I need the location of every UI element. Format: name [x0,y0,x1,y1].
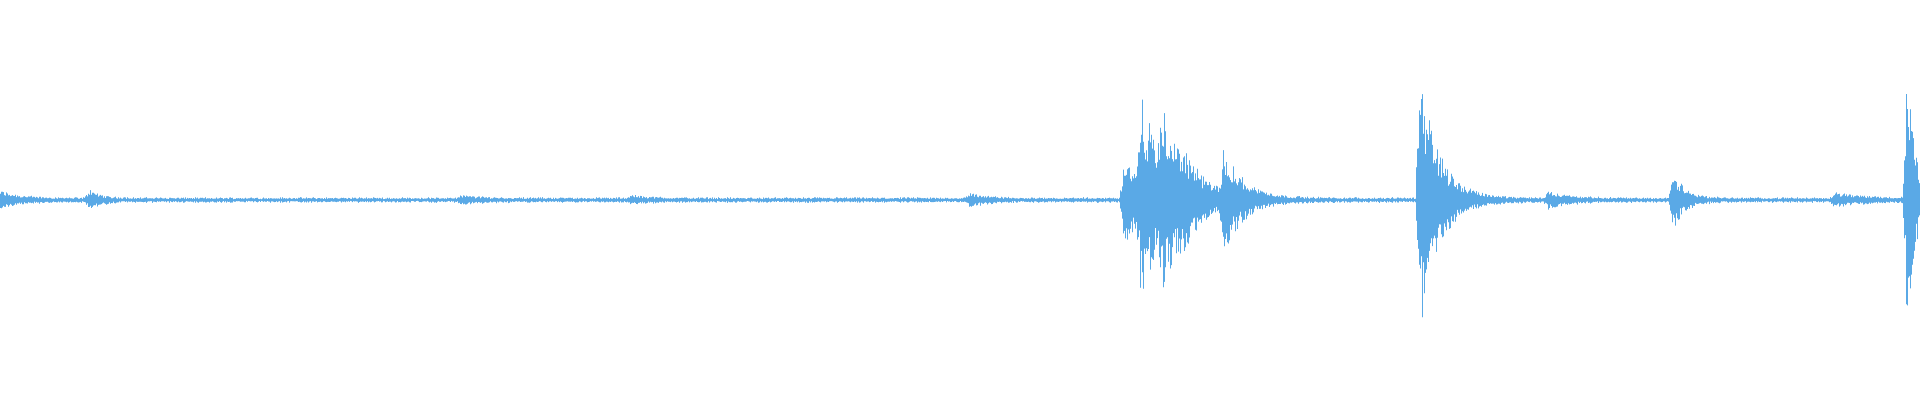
waveform-samples [0,94,1920,318]
waveform-trace [0,94,1920,318]
